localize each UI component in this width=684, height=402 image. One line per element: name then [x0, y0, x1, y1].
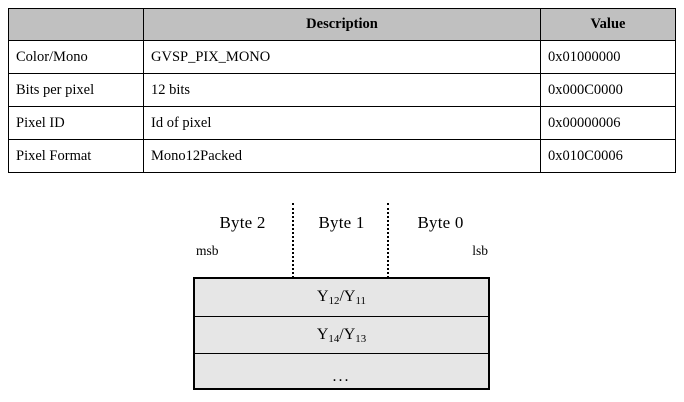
byte-packing-row-3: ... [195, 354, 488, 392]
table-row: Bits per pixel 12 bits 0x000C0000 [8, 73, 676, 107]
row-description-pixel-format: Mono12Packed [143, 139, 541, 173]
row-description-bits-per-pixel: 12 bits [143, 73, 541, 107]
continuation-ellipsis: ... [332, 367, 351, 385]
row-value-pixel-id: 0x00000006 [540, 106, 676, 140]
byte-divider-dashed-right [387, 203, 389, 278]
byte-label-2: Byte 2 [219, 213, 266, 232]
table-row: Pixel ID Id of pixel 0x00000006 [8, 106, 676, 140]
row-label-pixel-format: Pixel Format [8, 139, 144, 173]
y-second-2: Y [343, 325, 356, 343]
table-row: Pixel Format Mono12Packed 0x010C0006 [8, 139, 676, 173]
bit-endpoints: msb lsb [196, 240, 488, 262]
row-value-color-mono: 0x01000000 [540, 40, 676, 74]
y-first-sub-1: 12 [328, 295, 340, 308]
table-row: Color/Mono GVSP_PIX_MONO 0x01000000 [8, 40, 676, 74]
y-first-sub-2: 14 [328, 332, 340, 345]
byte-packing-row-1: Y12/Y11 [195, 279, 488, 317]
msb-label: msb [196, 243, 219, 258]
row-description-color-mono: GVSP_PIX_MONO [143, 40, 541, 74]
byte-label-1: Byte 1 [318, 213, 365, 232]
byte-packing-box: Y12/Y11 Y14/Y13 ... [193, 277, 490, 390]
row-label-pixel-id: Pixel ID [8, 106, 144, 140]
byte-divider-dashed-left [292, 203, 294, 278]
y-second-1: Y [343, 288, 356, 306]
y-second-sub-1: 11 [355, 295, 366, 308]
byte-layout-diagram: Byte 2 Byte 1 Byte 0 msb lsb Y12/Y11 Y14… [0, 186, 684, 402]
y-separator-1: / [339, 288, 344, 306]
row-label-bits-per-pixel: Bits per pixel [8, 73, 144, 107]
byte-label-row: Byte 2 Byte 1 Byte 0 [193, 208, 490, 238]
row-description-pixel-id: Id of pixel [143, 106, 541, 140]
y-first-1: Y [317, 288, 329, 306]
column-header-blank [8, 8, 144, 41]
lsb-label: lsb [472, 243, 488, 258]
table-header-row: Description Value [8, 8, 676, 41]
pixel-pair-label-1: Y12/Y11 [317, 288, 366, 308]
y-separator-2: / [339, 325, 344, 343]
byte-packing-row-2: Y14/Y13 [195, 317, 488, 355]
y-second-sub-2: 13 [355, 332, 367, 345]
column-header-description: Description [143, 8, 541, 41]
row-value-pixel-format: 0x010C0006 [540, 139, 676, 173]
y-first-2: Y [316, 325, 329, 343]
row-label-color-mono: Color/Mono [8, 40, 144, 74]
row-value-bits-per-pixel: 0x000C0000 [540, 73, 676, 107]
pixel-pair-label-2: Y14/Y13 [316, 325, 367, 345]
column-header-value: Value [540, 8, 676, 41]
pixel-format-table: Description Value Color/Mono GVSP_PIX_MO… [8, 8, 676, 173]
byte-label-0: Byte 0 [417, 213, 464, 232]
